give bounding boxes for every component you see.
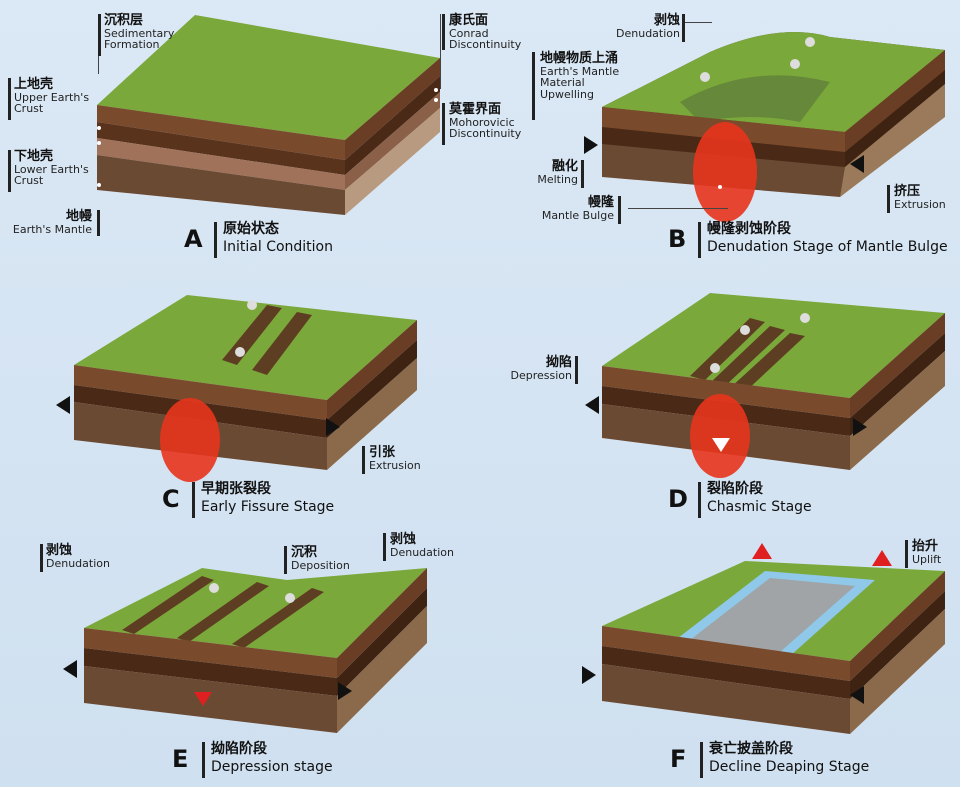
label-conrad: 康氏面 Conrad Discontinuity [449, 13, 522, 52]
label-denudation: 剥蚀 Denudation [616, 13, 680, 40]
label-deposition: 沉积 Deposition [291, 545, 350, 572]
leader-line [628, 208, 728, 209]
push-arrow-right [582, 666, 596, 684]
label-mantle-bulge: 幔隆 Mantle Bulge [541, 195, 614, 222]
leader-line [440, 14, 441, 89]
marker-dot [718, 185, 722, 189]
pull-arrow-right [326, 418, 340, 436]
panel-f-block [602, 561, 945, 734]
uplift-arrow-right [872, 550, 892, 566]
label-bar [98, 14, 101, 56]
label-bar [581, 160, 584, 188]
label-lower-crust: 下地壳 Lower Earth's Crust [14, 149, 89, 188]
label-bar [97, 210, 100, 236]
marker-dot [97, 126, 101, 130]
sink-arrow [712, 438, 730, 452]
panel-e-surface [84, 568, 427, 658]
label-extrusion-b: 挤压 Extrusion [894, 184, 946, 211]
pull-arrow-left [63, 660, 77, 678]
label-bar [575, 356, 578, 384]
push-arrow-right [584, 136, 598, 154]
label-depression: 拗陷 Depression [510, 355, 573, 382]
label-bar [362, 446, 365, 474]
label-bar [8, 78, 11, 120]
label-sedimentary: 沉积层 Sedimentary Formation [104, 13, 175, 52]
label-uplift: 抬升 Uplift [912, 539, 942, 566]
label-moho: 莫霍界面 Mohorovicic Discontinuity [449, 102, 522, 141]
pull-arrow-left [56, 396, 70, 414]
panel-c-block [74, 295, 417, 482]
label-bar [442, 14, 445, 50]
sink-arrow-red [194, 692, 212, 706]
label-bar [618, 196, 621, 224]
label-mantle: 地幔 Earth's Mantle [12, 209, 92, 236]
panel-d-surface [602, 293, 945, 398]
panel-a-block [97, 15, 440, 215]
panel-d-block [602, 293, 945, 478]
pull-arrow-left [585, 396, 599, 414]
label-bar [383, 533, 386, 561]
panel-e-block [84, 568, 427, 733]
label-melting: 融化 Melting [537, 159, 578, 186]
label-bar [8, 150, 11, 192]
label-bar [442, 103, 445, 145]
label-bar [905, 540, 908, 568]
marker-dot [97, 141, 101, 145]
label-bar [682, 14, 685, 42]
marker-dot [434, 88, 438, 92]
label-denudation-left: 剥蚀 Denudation [46, 543, 110, 570]
label-bar [887, 185, 890, 213]
label-bar [40, 544, 43, 572]
label-upwelling: 地幔物质上涌 Earth's Mantle Material Upwelling [540, 51, 620, 101]
panel-a-surface [97, 15, 440, 140]
marker-dot [97, 183, 101, 187]
marker-dot [434, 98, 438, 102]
pull-arrow-right [853, 418, 867, 436]
sediment-cover [690, 578, 855, 652]
pull-arrow-right [338, 682, 352, 700]
magma-bulge [690, 394, 750, 478]
label-bar [532, 52, 535, 120]
magma-bulge [160, 398, 220, 482]
magma-bulge [693, 122, 757, 222]
label-extrusion-c: 引张 Extrusion [369, 445, 421, 472]
uplift-arrow-left [752, 543, 772, 559]
label-bar [284, 546, 287, 574]
label-denudation-right: 剥蚀 Denudation [390, 532, 454, 559]
push-arrow-left [850, 686, 864, 704]
label-upper-crust: 上地壳 Upper Earth's Crust [14, 77, 90, 116]
push-arrow-left [850, 155, 864, 173]
leader-line [682, 22, 712, 23]
